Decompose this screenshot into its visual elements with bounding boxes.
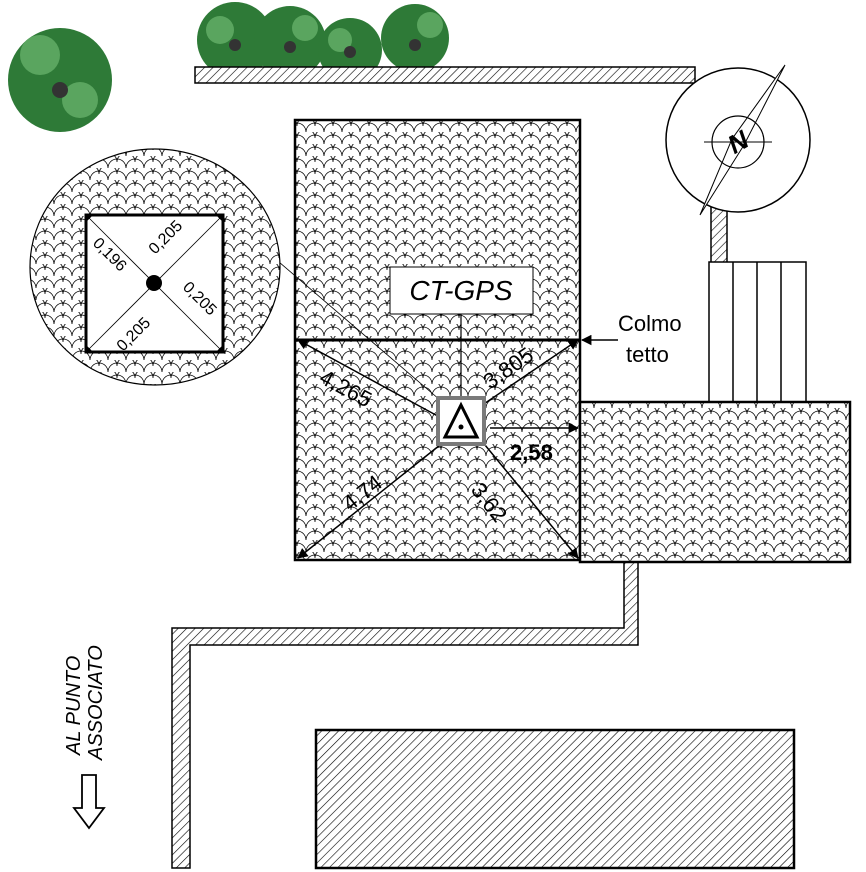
lower-building: [314, 728, 796, 870]
measurements: [297, 339, 580, 559]
station-label-box: [389, 266, 534, 315]
annex-roof: [578, 400, 852, 564]
station-label: CT-GPS: [409, 275, 513, 306]
north-arrow: N: [665, 64, 811, 216]
tree-icon: [254, 6, 326, 78]
detail-center-dot: [146, 275, 162, 291]
distance-right: 2,58: [510, 440, 553, 465]
detail-callout: 0,196 0,205 0,205 0,205: [29, 148, 441, 401]
direction-label-line2: ASSOCIATO: [85, 645, 107, 761]
trees: [8, 2, 449, 132]
wall-path: [171, 561, 639, 869]
ridge-label-line1: Colmo: [618, 311, 682, 336]
direction-label-line1: AL PUNTO: [63, 656, 85, 756]
station-marker: [436, 314, 486, 446]
ridge-label-line2: tetto: [626, 342, 669, 367]
steps: [708, 261, 807, 403]
tree-icon: [318, 18, 382, 82]
tree-icon: [8, 28, 112, 132]
triangle-icon: [442, 401, 480, 439]
tree-icon: [197, 2, 273, 78]
tree-icon: [381, 4, 449, 72]
down-arrow-icon: [72, 774, 106, 830]
wall-top: [194, 66, 696, 84]
